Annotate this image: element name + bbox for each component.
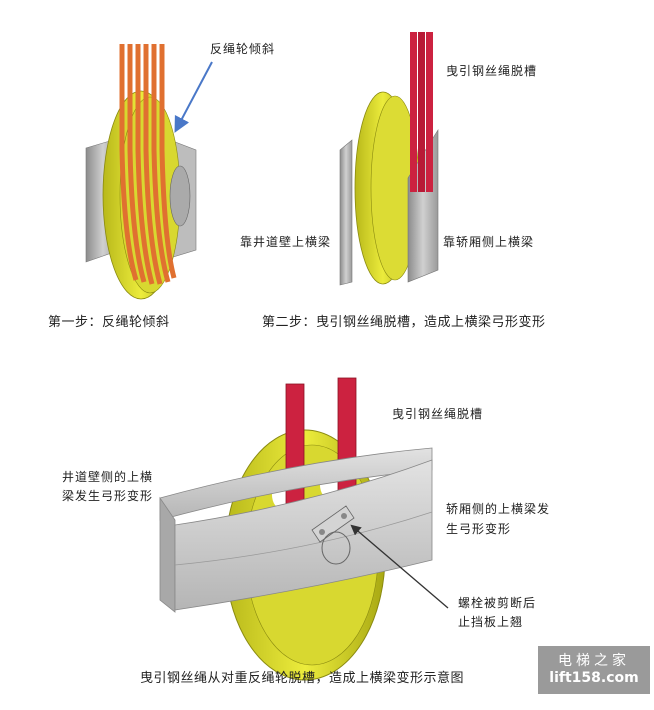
step2-callout-left: 靠井道壁上横梁 [240, 235, 332, 249]
step1-caption: 第一步：反绳轮倾斜 [48, 315, 170, 330]
watermark-line2: lift158.com [549, 670, 639, 686]
step3-callout-bolt-line2: 止挡板上翘 [458, 615, 524, 629]
watermark-logo: 电梯之家 lift158.com [538, 646, 650, 694]
step2-ropes [410, 32, 433, 192]
step1-ropes [119, 44, 177, 285]
step3-callout-top: 曳引钢丝绳脱槽 [392, 407, 484, 421]
step3-callout-left-line1: 井道壁侧的上横 [62, 470, 154, 484]
step3-bolt-callout-arrow [350, 524, 449, 609]
step3-beams [159, 447, 433, 613]
step3-callout-right-line1: 轿厢侧的上横梁发 [446, 502, 551, 516]
watermark-line1: 电梯之家 [558, 653, 630, 669]
step2-sheave [339, 91, 439, 286]
step3-callout-bolt-line1: 螺栓被剪断后 [458, 596, 537, 610]
step3-stop-plate [311, 505, 355, 565]
step2-callout-right: 靠轿厢侧上横梁 [443, 235, 535, 249]
step3-caption: 曳引钢丝绳从对重反绳轮脱槽，造成上横梁变形示意图 [140, 671, 465, 686]
step2-caption: 第二步：曳引钢丝绳脱槽，造成上横梁弓形变形 [262, 315, 546, 330]
step1-callout-label: 反绳轮倾斜 [210, 42, 276, 56]
step3-callout-left-line2: 梁发生弓形变形 [62, 489, 154, 503]
step2-callout-top: 曳引钢丝绳脱槽 [446, 64, 538, 78]
step1-callout-arrow [174, 61, 213, 133]
step3-callout-right-line2: 生弓形变形 [446, 522, 512, 536]
